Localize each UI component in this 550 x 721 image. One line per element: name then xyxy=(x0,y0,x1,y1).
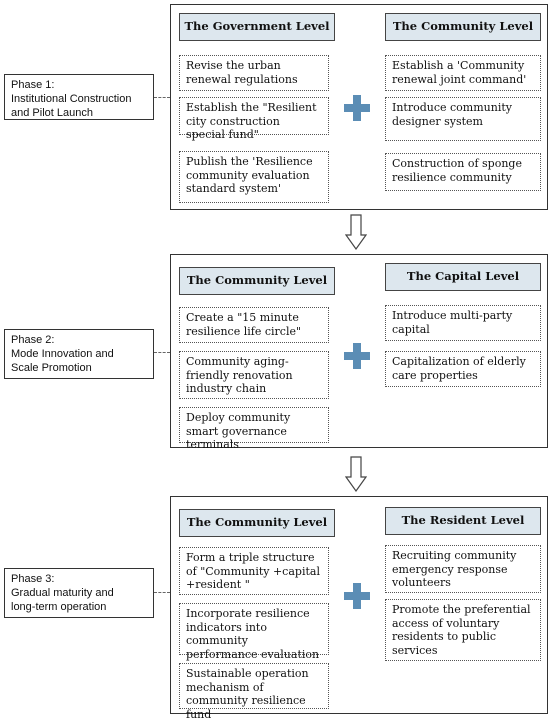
phase-2-left-title: The Community Level xyxy=(179,267,335,295)
phase-1-right-title: The Community Level xyxy=(385,13,541,41)
phase-2-left-item: Community aging-friendly renovation indu… xyxy=(179,351,329,399)
phase-3-label: Phase 3: Gradual maturity and long-term … xyxy=(4,568,154,618)
phase-1-right-item: Establish a 'Community renewal joint com… xyxy=(385,55,541,91)
phase-3-right-item: Recruiting community emergency response … xyxy=(385,545,541,593)
phase-3-right-item: Promote the preferential access of volun… xyxy=(385,599,541,661)
phase-2-right-item: Introduce multi-party capital xyxy=(385,305,541,341)
phase-2-panel: The Community Level The Capital Level Cr… xyxy=(170,254,548,451)
phase-2-right-title: The Capital Level xyxy=(385,263,541,291)
phase-1-left-title: The Government Level xyxy=(179,13,335,41)
phase-1-right-item: Introduce community designer system xyxy=(385,97,541,141)
phase-2-connector xyxy=(154,352,170,353)
phase-1-connector xyxy=(154,97,170,98)
phase-1-left-item: Revise the urban renewal regulations xyxy=(179,55,329,91)
phase-3-left-item: Sustainable operation mechanism of commu… xyxy=(179,663,329,721)
phase-3-left-item: Incorporate resilience indicators into c… xyxy=(179,603,329,661)
down-arrow-icon xyxy=(345,456,367,492)
phase-3-right-title: The Resident Level xyxy=(385,507,541,535)
phase-1-panel: The Government Level The Community Level… xyxy=(170,4,548,210)
phase-3-left-title: The Community Level xyxy=(179,509,335,537)
phase-1-left-item: Publish the 'Resilience community evalua… xyxy=(179,151,329,203)
phase-2-label: Phase 2: Mode Innovation and Scale Promo… xyxy=(4,329,154,379)
phase-1-left-item: Establish the "Resilient city constructi… xyxy=(179,97,329,141)
phase-2-right-item: Capitalization of elderly care propertie… xyxy=(385,351,541,387)
phase-3-connector xyxy=(154,592,170,593)
plus-icon xyxy=(344,583,370,609)
phase-2-left-item: Create a "15 minute resilience life circ… xyxy=(179,307,329,343)
plus-icon xyxy=(344,343,370,369)
phase-2-left-item: Deploy community smart governance termin… xyxy=(179,407,329,451)
down-arrow-icon xyxy=(345,214,367,250)
phase-3-left-item: Form a triple structure of "Community +c… xyxy=(179,547,329,595)
phase-1-label: Phase 1: Institutional Construction and … xyxy=(4,74,154,120)
phase-1-right-item: Construction of sponge resilience commun… xyxy=(385,153,541,191)
plus-icon xyxy=(344,95,370,121)
phase-3-panel: The Community Level The Resident Level F… xyxy=(170,496,548,721)
